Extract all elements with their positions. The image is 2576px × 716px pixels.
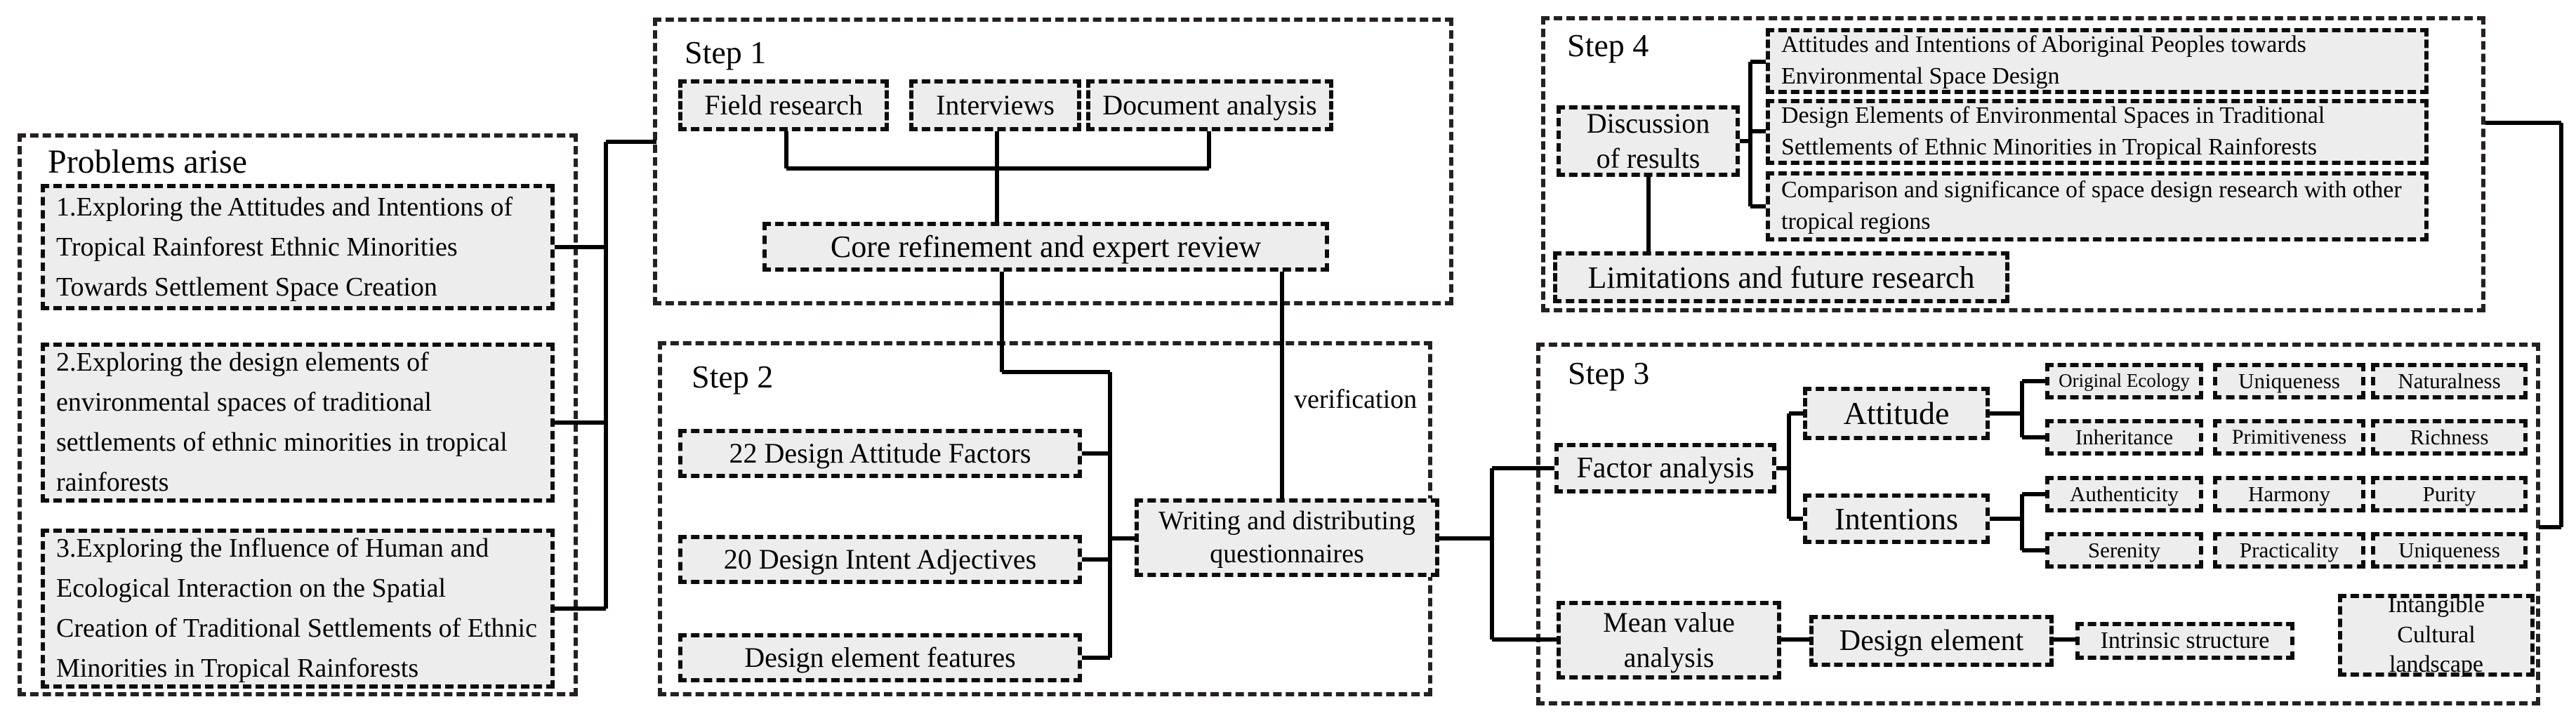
discussion-box: Discussion of results — [1557, 105, 1740, 177]
factor-original-ecology: Original Ecology — [2045, 363, 2203, 399]
factor-purity: Purity — [2371, 476, 2528, 512]
problem-item-2: 2.Exploring the design elements of envir… — [41, 343, 555, 503]
factor-uniqueness-1: Uniqueness — [2213, 363, 2365, 399]
attitude-factors-box: 22 Design Attitude Factors — [678, 429, 1082, 478]
step4-panel — [1541, 16, 2485, 312]
problem-item-3: 3.Exploring the Influence of Human and E… — [41, 529, 555, 689]
verification-label: verification — [1294, 385, 1418, 414]
factor-authenticity: Authenticity — [2045, 476, 2203, 512]
intrinsic-structure-box: Intrinsic structure — [2075, 622, 2294, 660]
step3-title: Step 3 — [1568, 355, 1650, 391]
factor-richness: Richness — [2371, 419, 2528, 456]
intentions-box: Intentions — [1803, 493, 1990, 544]
problems-title: Problems arise — [48, 143, 247, 180]
result-box-2: Design Elements of Environmental Spaces … — [1766, 99, 2429, 165]
design-element-box: Design element — [1809, 615, 2054, 667]
step1-title: Step 1 — [685, 34, 767, 70]
document-analysis-box: Document analysis — [1086, 79, 1333, 131]
factor-analysis-box: Factor analysis — [1554, 443, 1776, 493]
intent-adjectives-box: 20 Design Intent Adjectives — [678, 535, 1082, 584]
element-features-box: Design element features — [678, 633, 1082, 682]
factor-naturalness: Naturalness — [2371, 363, 2528, 399]
result-box-3: Comparison and significance of space des… — [1766, 171, 2429, 241]
field-research-box: Field research — [678, 79, 889, 131]
attitude-box: Attitude — [1803, 387, 1990, 440]
factor-practicality: Practicality — [2213, 532, 2365, 569]
step2-title: Step 2 — [692, 359, 774, 395]
result-box-1: Attitudes and Intentions of Aboriginal P… — [1766, 28, 2429, 94]
factor-serenity: Serenity — [2045, 532, 2203, 569]
questionnaire-box: Writing and distributing questionnaires — [1135, 498, 1439, 577]
factor-inheritance: Inheritance — [2045, 419, 2203, 456]
intangible-landscape-box: Intangible Cultural landscape — [2338, 592, 2535, 677]
limitations-box: Limitations and future research — [1553, 251, 2009, 303]
core-refinement-box: Core refinement and expert review — [762, 222, 1329, 272]
mean-value-box: Mean value analysis — [1557, 601, 1781, 679]
step4-title: Step 4 — [1567, 27, 1649, 63]
factor-primitiveness: Primitiveness — [2213, 419, 2365, 456]
factor-harmony: Harmony — [2213, 476, 2365, 512]
problem-item-1: 1.Exploring the Attitudes and Intentions… — [41, 184, 555, 310]
interviews-box: Interviews — [909, 79, 1081, 131]
factor-uniqueness-2: Uniqueness — [2371, 532, 2528, 569]
